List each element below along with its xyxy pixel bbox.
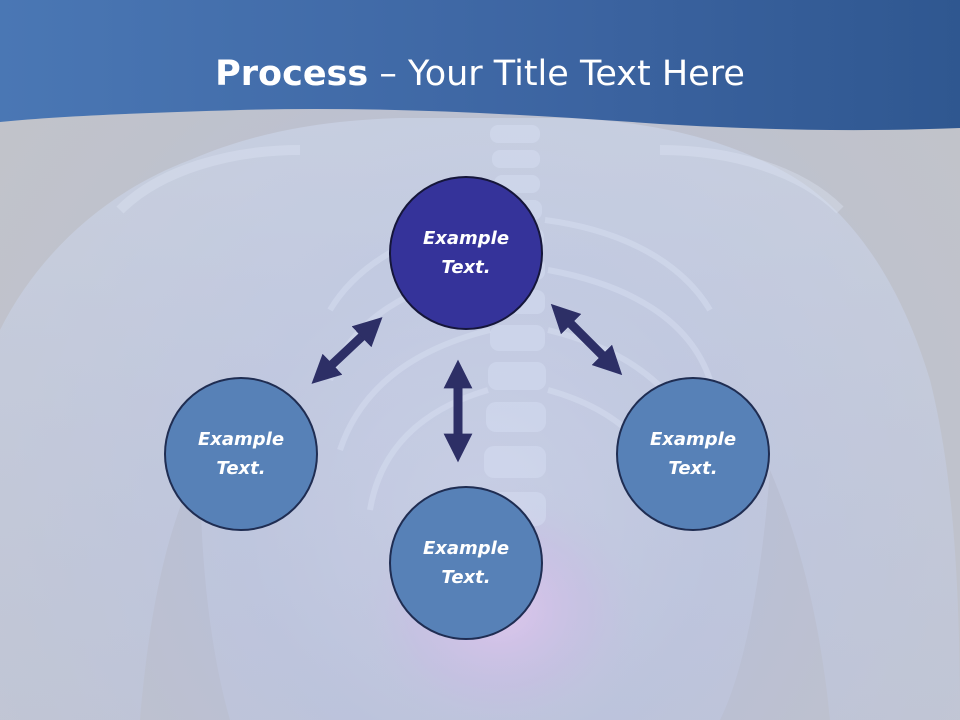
process-node-right[interactable]: Example Text. [616, 377, 770, 531]
arrow-top-right [550, 303, 623, 376]
node-label: Example Text. [422, 538, 510, 588]
node-label: Example Text. [197, 429, 285, 479]
title-banner [0, 0, 960, 131]
node-label: Example Text. [422, 228, 510, 278]
torso-silhouette [0, 118, 960, 720]
process-node-bottom[interactable]: Example Text. [389, 486, 543, 640]
title-rest-text: – Your Title Text Here [368, 54, 745, 94]
slide-title: Process – Your Title Text Here [0, 52, 960, 96]
process-node-left[interactable]: Example Text. [164, 377, 318, 531]
arrow-top-left [311, 317, 383, 384]
process-node-top[interactable]: Example Text. [389, 176, 543, 330]
shoulder-outlines [116, 145, 844, 214]
node-label: Example Text. [649, 429, 737, 479]
title-bold-text: Process [215, 54, 369, 94]
